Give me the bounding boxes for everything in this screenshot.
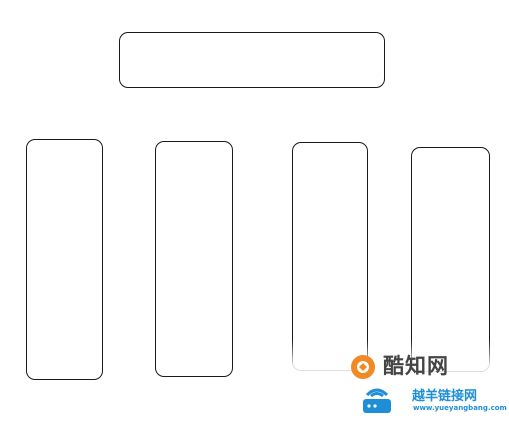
watermark-brand-name: 酷知网	[383, 354, 449, 378]
column-box-1	[26, 139, 103, 380]
watermark-url: www.yueyangbang.com	[413, 404, 507, 412]
column-box-4	[411, 147, 490, 372]
watermark-site-name: 越羊链接网	[412, 389, 478, 404]
column-box-3	[292, 142, 368, 371]
watermark-backdrop	[282, 340, 509, 423]
top-box	[119, 32, 385, 88]
column-box-2	[155, 141, 233, 377]
watermark-logo-icon	[351, 355, 391, 413]
